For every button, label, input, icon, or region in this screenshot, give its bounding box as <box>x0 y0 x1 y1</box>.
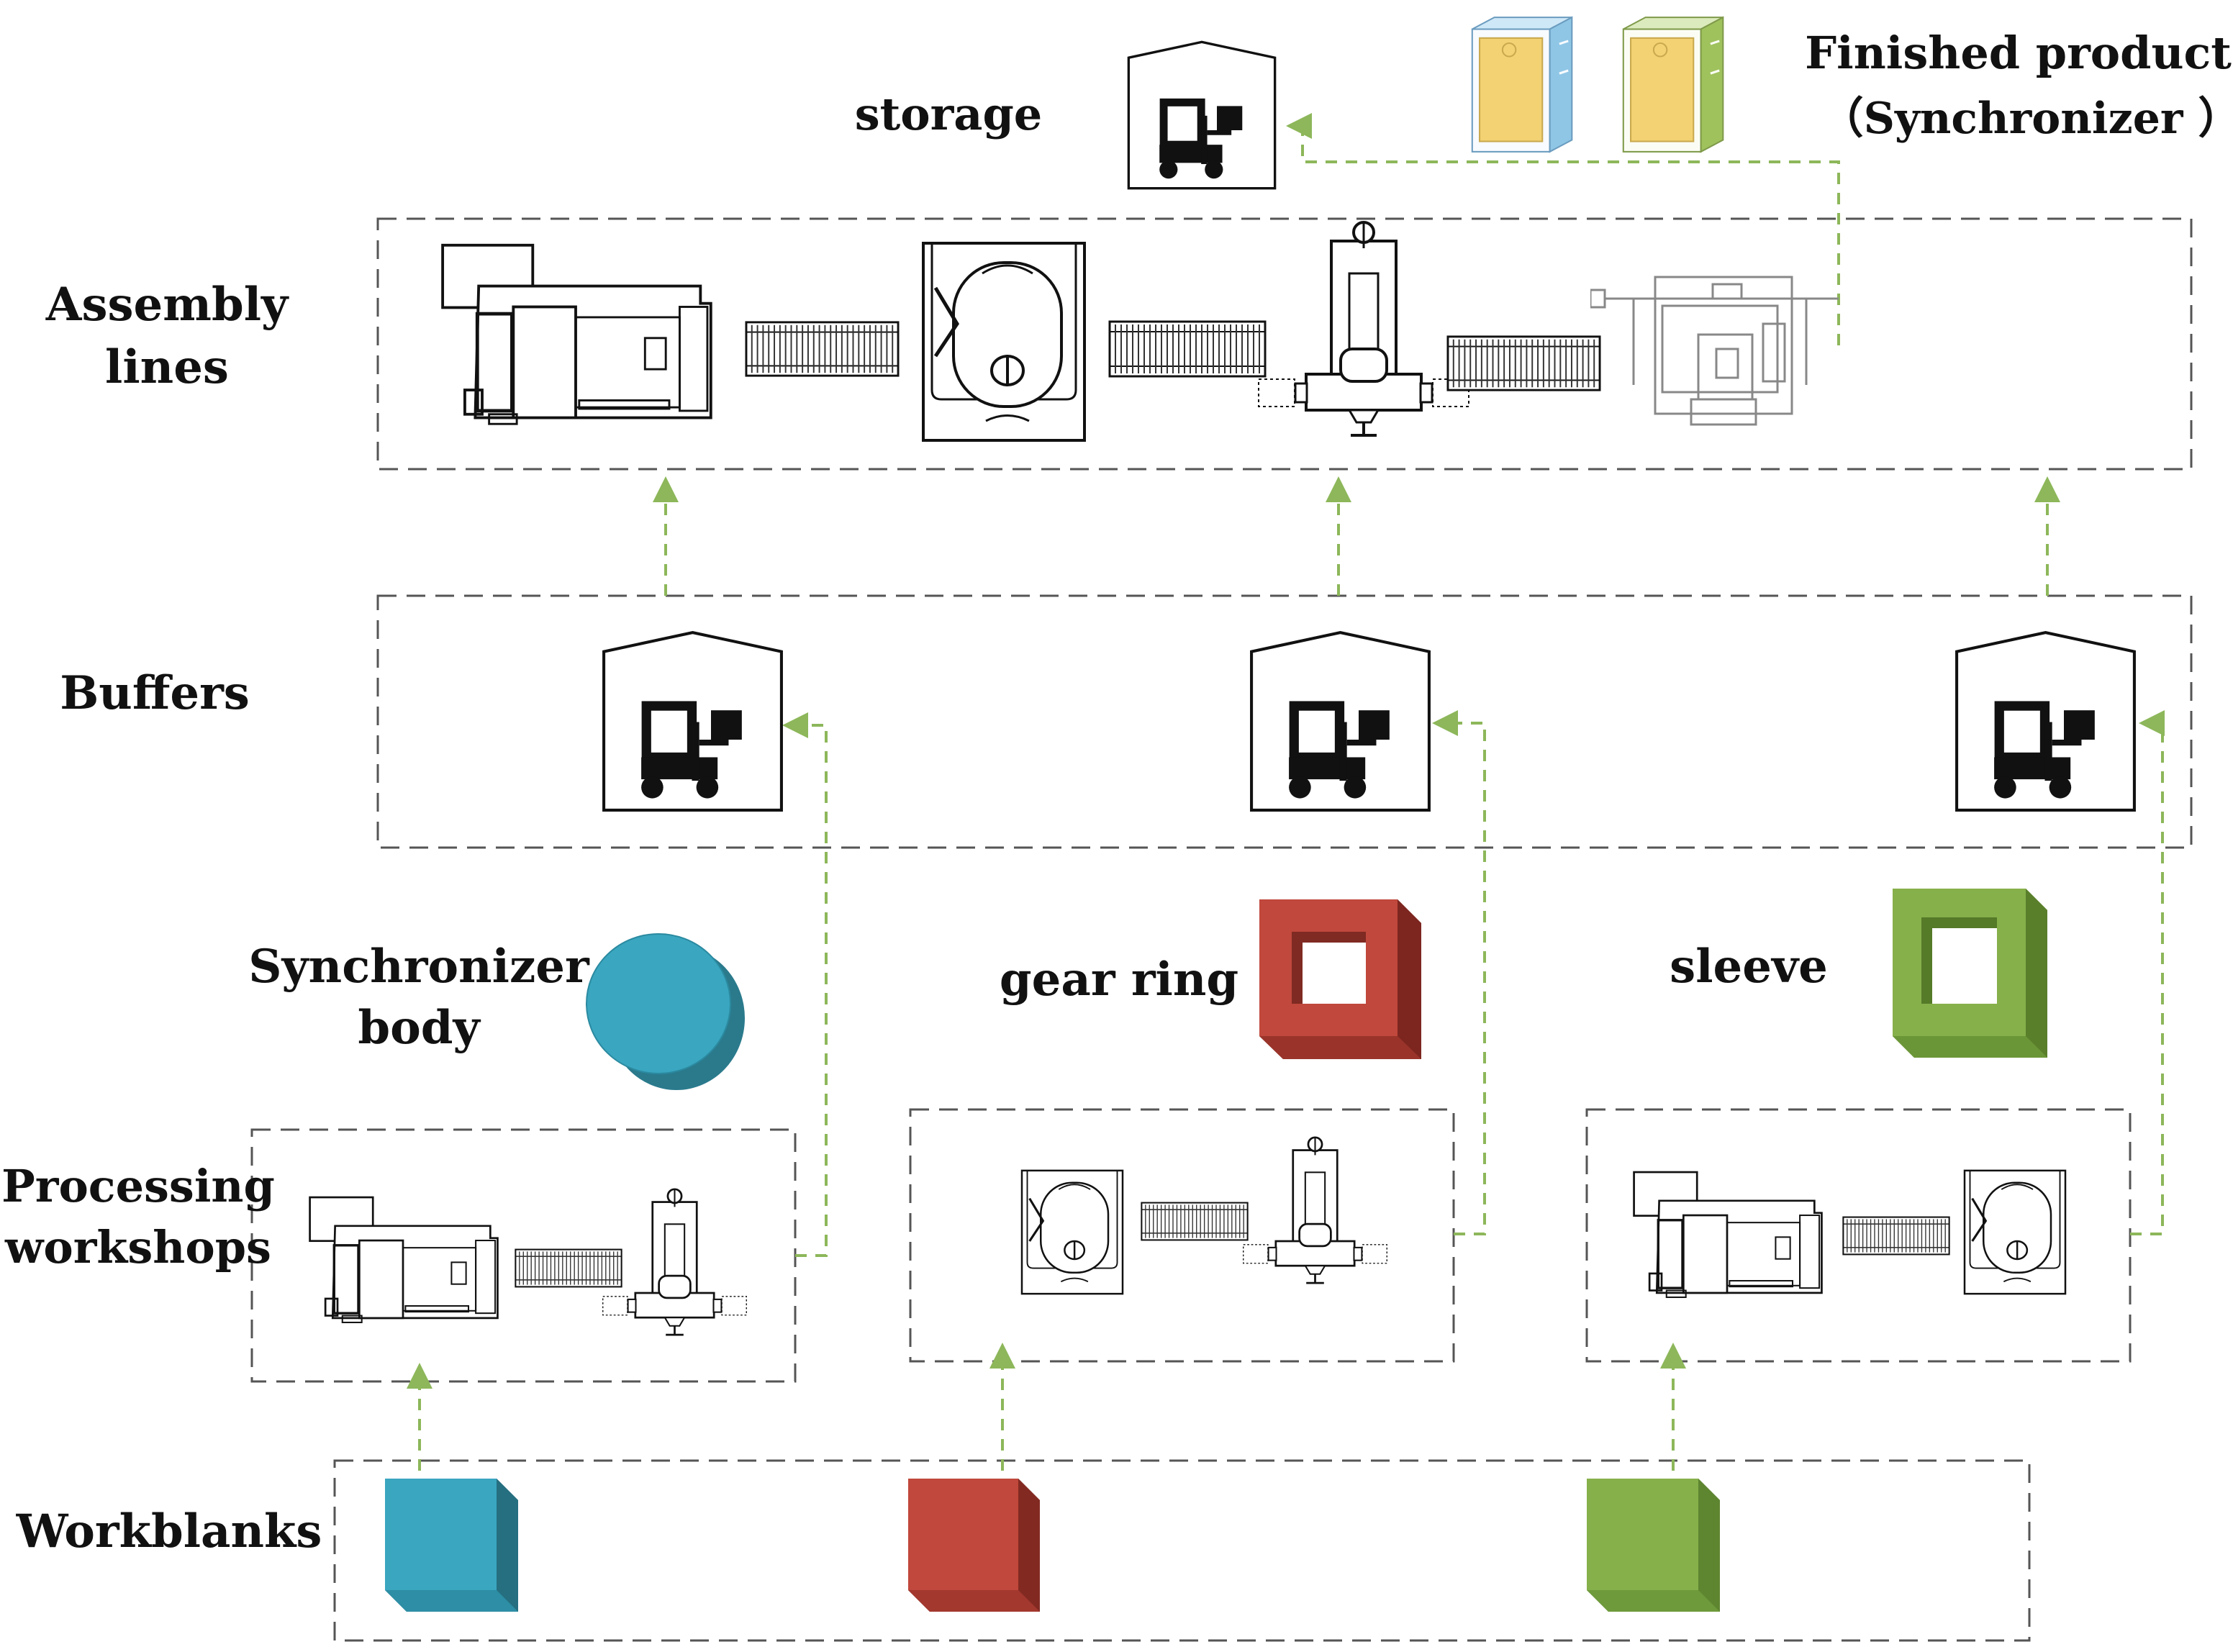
finished-products-sublabel: （Synchronizer ） <box>1821 94 2233 144</box>
gear-ring-part-icon <box>1259 899 1421 1059</box>
workshop2-drill-press-icon <box>1242 1136 1388 1284</box>
sleeve-part-icon <box>1893 889 2047 1058</box>
buffers-label: Buffers <box>60 666 250 720</box>
sleeve-label: sleeve <box>1670 940 1828 994</box>
synchronizer-body-label-line2: body <box>358 1001 481 1055</box>
buffers-box <box>376 594 2193 849</box>
buffer-warehouse-icon-2 <box>1251 632 1429 810</box>
workshop1-drill-press-icon <box>602 1188 748 1336</box>
synchronizer-body-part-icon <box>586 933 745 1090</box>
workshop3-turning-machine-icon <box>1963 1169 2067 1295</box>
assembly-lines-label: Assembly <box>45 278 289 332</box>
synchronizer-body-label: Synchronizer <box>248 940 590 994</box>
assembly-lines-label-line2: lines <box>105 340 229 394</box>
workblank-red-cube-icon <box>908 1479 1040 1612</box>
workshop2-turning-machine-icon <box>1020 1169 1124 1295</box>
flow-arrow-process3 <box>2130 710 2165 1235</box>
workshop2-conveyor-icon <box>1141 1202 1249 1241</box>
assembly-press-fixture-icon <box>1590 276 1840 426</box>
product-box-green-icon <box>1622 16 1724 153</box>
workshop1-conveyor-icon <box>515 1248 622 1288</box>
gear-ring-label: gear ring <box>1000 953 1238 1007</box>
assembly-machining-center-icon <box>443 245 711 424</box>
buffer-warehouse-icon-1 <box>604 632 782 810</box>
storage-warehouse-icon <box>1128 42 1274 188</box>
assembly-lines-box <box>376 217 2193 471</box>
workblank-green-cube-icon <box>1587 1479 1720 1612</box>
assembly-conveyor-icon-3 <box>1446 335 1601 391</box>
workblanks-label: Workblanks <box>16 1504 322 1558</box>
product-box-blue-icon <box>1471 16 1573 153</box>
workshop1-machining-center-icon <box>308 1196 499 1324</box>
assembly-drill-press-icon <box>1257 221 1470 437</box>
flow-arrow-process1 <box>782 712 828 1257</box>
flow-arrow-process2 <box>1432 710 1486 1235</box>
assembly-turning-machine-icon <box>923 243 1084 440</box>
workblanks-box <box>333 1459 2031 1642</box>
assembly-conveyor-icon-1 <box>745 321 900 377</box>
workblank-blue-cube-icon <box>385 1479 518 1612</box>
buffer-warehouse-icon-3 <box>1957 632 2134 810</box>
workshop3-conveyor-icon <box>1842 1216 1950 1256</box>
processing-workshops-label: Processing <box>1 1160 275 1212</box>
finished-products-label: Finished products <box>1805 27 2233 79</box>
flow-arrow-to-storage <box>1286 113 1840 345</box>
storage-label: storage <box>855 88 1043 140</box>
assembly-conveyor-icon-2 <box>1108 320 1267 378</box>
workshop3-machining-center-icon <box>1632 1171 1824 1299</box>
processing-workshops-label-line2: workshops <box>4 1221 271 1274</box>
